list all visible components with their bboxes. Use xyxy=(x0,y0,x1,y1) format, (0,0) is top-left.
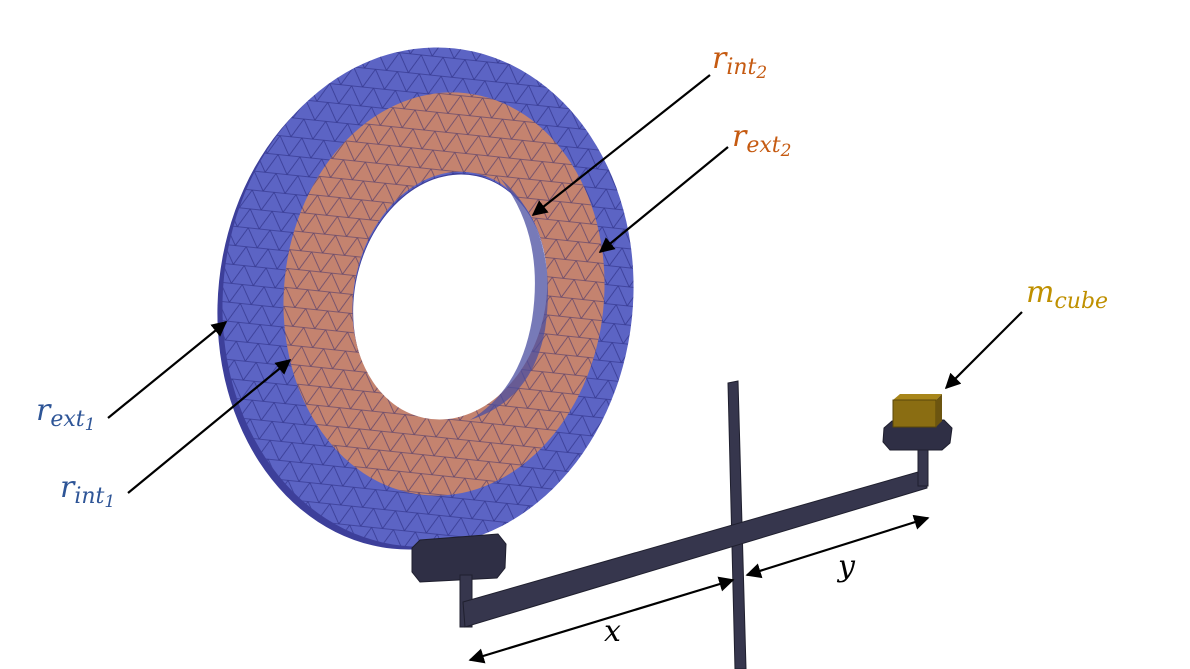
r-ext1-leader xyxy=(107,321,228,419)
label-r-ext1: rext1 xyxy=(36,393,95,435)
y-dimension-arrow xyxy=(745,514,930,579)
cube-top xyxy=(893,394,942,400)
label-r-int2: rint2 xyxy=(712,41,767,83)
cube-side xyxy=(936,394,942,427)
label-r-ext2: rext2 xyxy=(732,119,791,161)
r-ext2-leader xyxy=(598,146,729,253)
label-r-int1: rint1 xyxy=(60,470,115,512)
dimension-arrows xyxy=(468,514,930,664)
r-int1-leader xyxy=(127,359,292,494)
disk-assembly xyxy=(217,47,634,550)
disk-mount xyxy=(411,533,507,583)
cube-front xyxy=(892,399,937,428)
label-m-cube: mcube xyxy=(1026,275,1108,314)
label-x: x xyxy=(604,614,621,649)
label-y: y xyxy=(836,549,856,584)
x-dimension-arrow xyxy=(468,576,735,664)
leader-arrows xyxy=(107,74,1023,494)
hole-inner-wall xyxy=(470,178,548,420)
m-cube-leader xyxy=(944,311,1023,390)
inner-ring-mesh xyxy=(283,92,605,496)
r-int2-leader xyxy=(531,74,711,216)
